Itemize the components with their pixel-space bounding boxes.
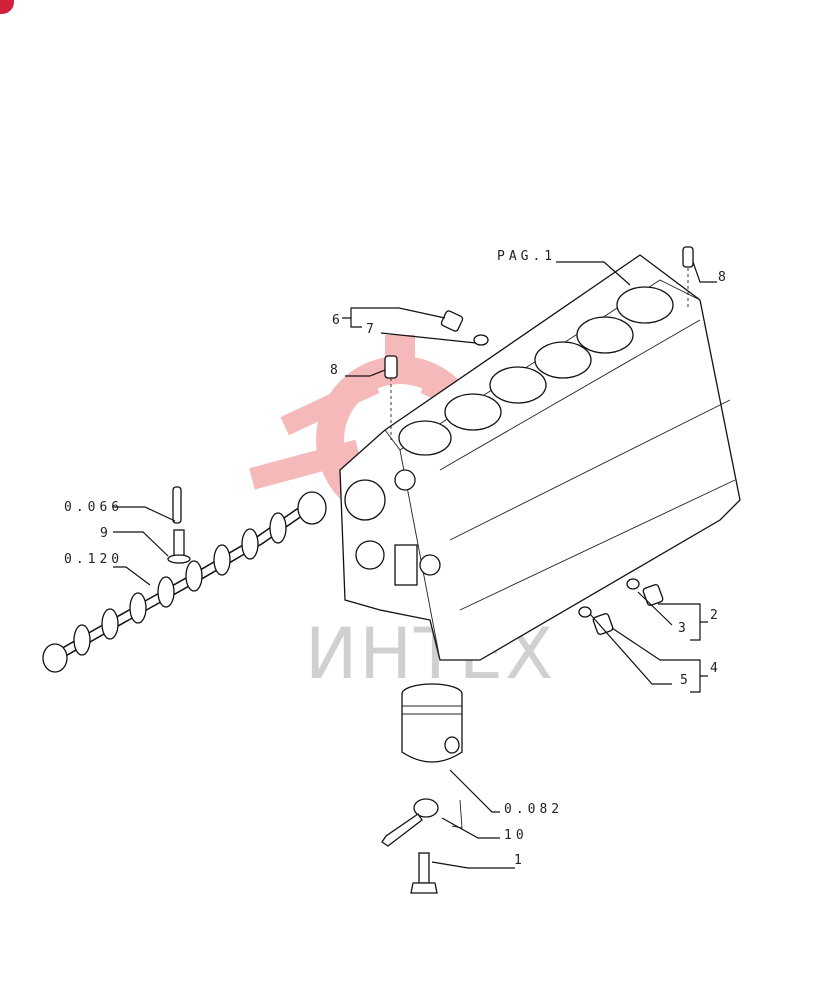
engine-block [339,254,741,661]
label-2: 2 [710,608,722,623]
label-8-top: 8 [718,270,730,285]
oil-jet [381,798,463,847]
plug-4-5 [578,606,614,635]
label-0-066: 0.066 [64,500,123,515]
label-0-082: 0.082 [504,802,563,817]
label-9: 9 [100,526,112,541]
pushrod [172,486,182,524]
tappet [167,529,191,564]
bolt [410,852,438,894]
label-6: 6 [332,313,344,328]
label-7: 7 [366,322,378,337]
dowel-pin-left [384,355,398,440]
piston [401,683,463,763]
label-5: 5 [680,673,692,688]
label-1: 1 [514,853,526,868]
leader-lines [113,261,717,869]
label-4: 4 [710,661,722,676]
label-8-left: 8 [330,363,342,378]
label-3: 3 [678,621,690,636]
dowel-pin-top [682,246,694,310]
label-pag-1: PAG.1 [497,249,556,264]
label-10: 10 [504,828,528,843]
label-0-120: 0.120 [64,552,123,567]
camshaft [42,491,327,673]
plug-2-3 [626,578,664,606]
